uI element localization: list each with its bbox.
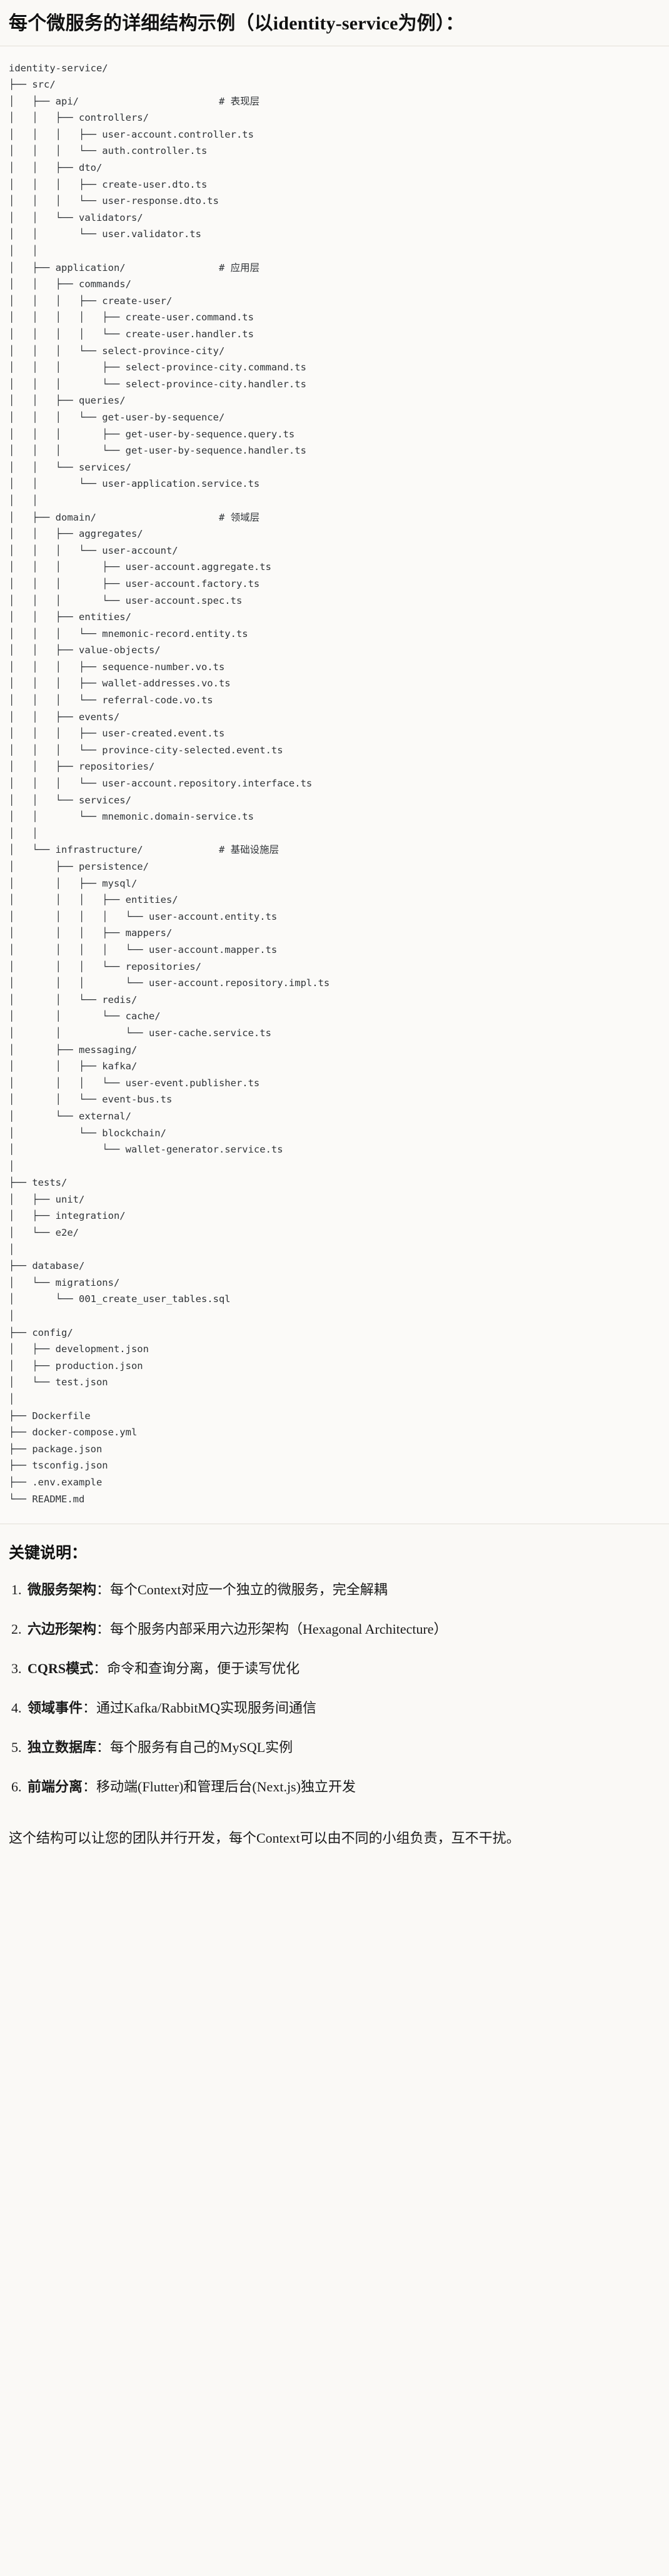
- page-title: 每个微服务的详细结构示例（以identity-service为例）：: [9, 13, 465, 34]
- list-item: 六边形架构：每个服务内部采用六边形架构（Hexagonal Architectu…: [25, 1619, 660, 1639]
- directory-tree: identity-service/ ├── src/ │ ├── api/ # …: [9, 62, 330, 1505]
- note-text: 移动端(Flutter)和管理后台(Next.js)独立开发: [96, 1779, 356, 1795]
- note-separator: ：: [96, 1621, 111, 1637]
- note-separator: ：: [96, 1582, 111, 1598]
- closing-paragraph: 这个结构可以让您的团队并行开发，每个Context可以由不同的小组负责，互不干扰…: [9, 1830, 520, 1846]
- note-term: CQRS模式: [28, 1661, 94, 1677]
- list-item: 领域事件：通过Kafka/RabbitMQ实现服务间通信: [25, 1698, 660, 1718]
- note-term: 领域事件: [28, 1700, 83, 1716]
- note-term: 六边形架构: [28, 1621, 97, 1637]
- note-text: 每个服务有自己的MySQL实例: [110, 1739, 293, 1756]
- note-text: 命令和查询分离，便于读写优化: [107, 1661, 300, 1677]
- key-notes-list: 微服务架构：每个Context对应一个独立的微服务，完全解耦 六边形架构：每个服…: [9, 1579, 660, 1797]
- note-term: 独立数据库: [28, 1739, 97, 1756]
- note-text: 每个服务内部采用六边形架构（Hexagonal Architecture）: [110, 1621, 448, 1637]
- directory-tree-block: identity-service/ ├── src/ │ ├── api/ # …: [0, 46, 669, 1524]
- list-item: CQRS模式：命令和查询分离，便于读写优化: [25, 1658, 660, 1679]
- key-notes-section: 关键说明： 微服务架构：每个Context对应一个独立的微服务，完全解耦 六边形…: [0, 1524, 669, 1822]
- note-separator: ：: [83, 1779, 97, 1795]
- note-separator: ：: [96, 1739, 111, 1756]
- note-separator: ：: [93, 1661, 108, 1677]
- list-item: 微服务架构：每个Context对应一个独立的微服务，完全解耦: [25, 1579, 660, 1600]
- list-item: 前端分离：移动端(Flutter)和管理后台(Next.js)独立开发: [25, 1776, 660, 1797]
- document-page: 每个微服务的详细结构示例（以identity-service为例）： ident…: [0, 0, 669, 1864]
- note-separator: ：: [83, 1700, 97, 1716]
- note-term: 微服务架构: [28, 1582, 97, 1598]
- key-notes-title: 关键说明：: [9, 1545, 88, 1562]
- note-text: 每个Context对应一个独立的微服务，完全解耦: [110, 1582, 388, 1598]
- note-text: 通过Kafka/RabbitMQ实现服务间通信: [96, 1700, 316, 1716]
- note-term: 前端分离: [28, 1779, 83, 1795]
- list-item: 独立数据库：每个服务有自己的MySQL实例: [25, 1737, 660, 1758]
